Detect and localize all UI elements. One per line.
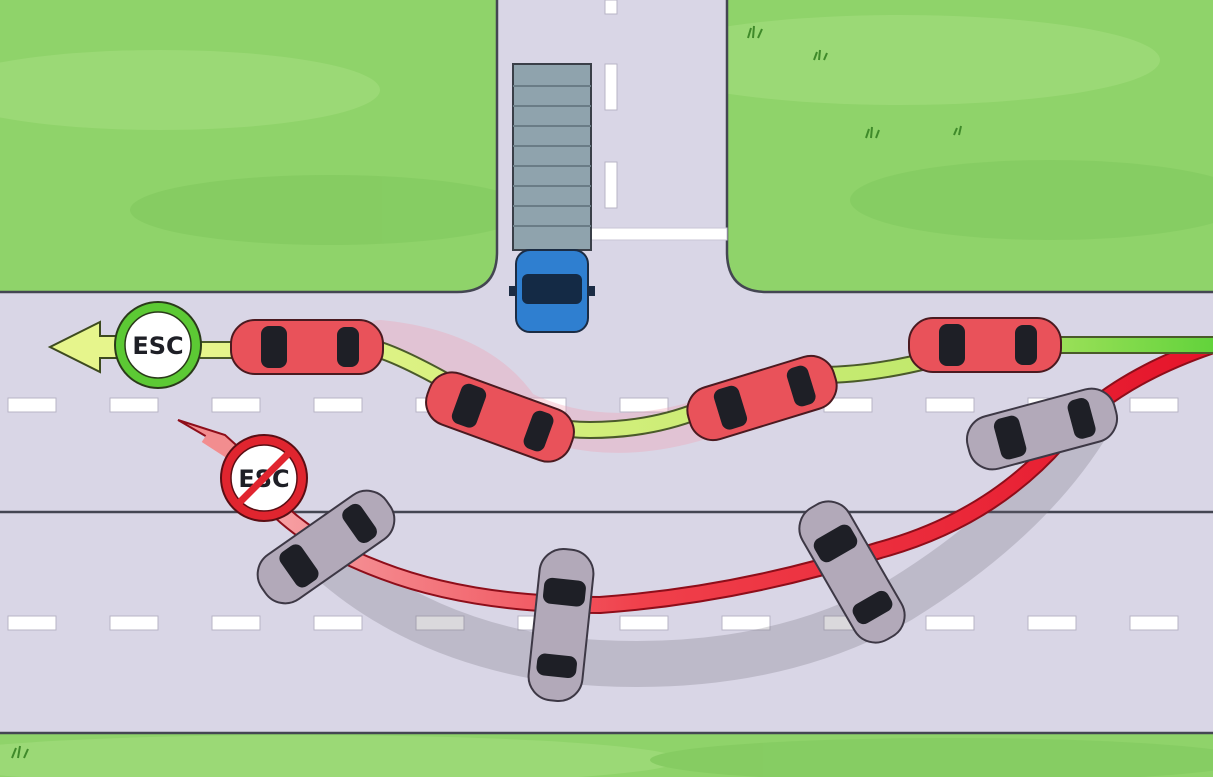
no-esc-sign-icon: ESC	[221, 435, 307, 521]
esc-sign-label: ESC	[132, 332, 183, 360]
car-with-esc	[909, 318, 1061, 372]
truck-trailer	[513, 64, 591, 250]
stop-line	[589, 228, 727, 240]
truck	[509, 64, 595, 332]
car-with-esc	[231, 320, 383, 374]
esc-sign-icon: ESC	[115, 302, 201, 388]
